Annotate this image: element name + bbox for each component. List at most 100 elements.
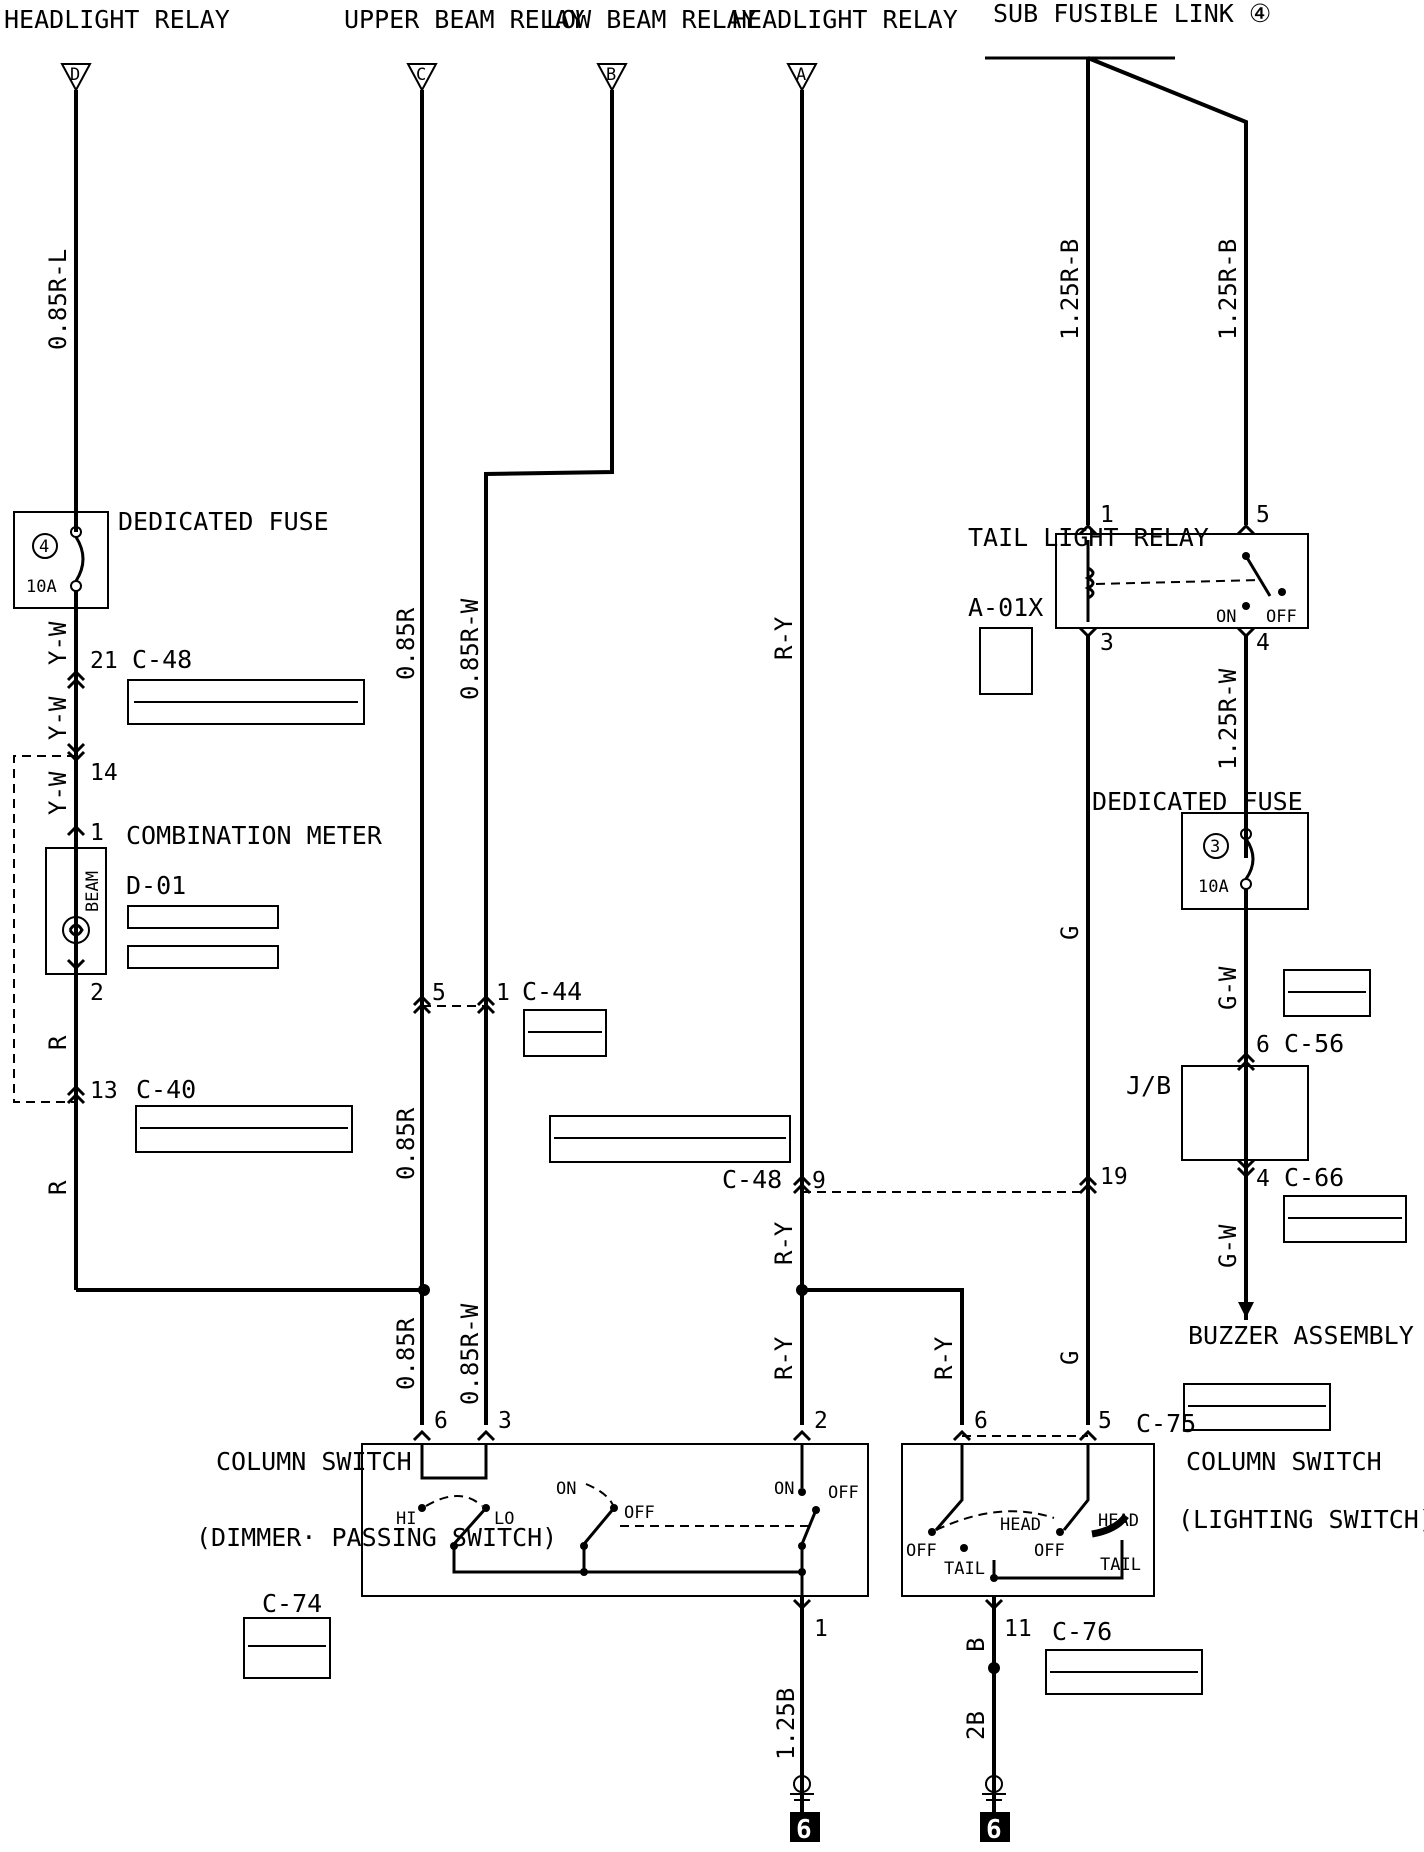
connector-face-d01	[127, 905, 279, 969]
svg-text:6: 6	[986, 1815, 1002, 1845]
svg-text:OFF: OFF	[1266, 607, 1297, 627]
wire-color-label: 0.85R-W	[456, 598, 484, 700]
pin-5-c75: 5	[1098, 1408, 1112, 1434]
svg-text:BEAM: BEAM	[83, 871, 103, 912]
pin-6-c56: 6	[1256, 1032, 1270, 1058]
pin-9: 9	[812, 1168, 826, 1194]
pin-2: 2	[90, 980, 104, 1006]
connector-face-a01x	[979, 627, 1033, 695]
pin-6: 6	[434, 1408, 448, 1434]
pin-14: 14	[90, 760, 118, 786]
svg-text:OFF: OFF	[624, 1503, 655, 1523]
column-switch-left-label: COLUMN SWITCH	[216, 1447, 412, 1476]
pin-1-ground: 1	[814, 1616, 828, 1642]
wire-color-label: R-Y	[770, 616, 798, 660]
ground-symbol-2: 6	[980, 1775, 1010, 1845]
svg-text:3: 3	[1210, 837, 1220, 857]
wire-color-label: 1.25R-W	[1214, 668, 1242, 770]
junction-block	[1181, 1065, 1309, 1161]
connector-face-c74	[243, 1617, 331, 1679]
pin-3-relay: 3	[1100, 630, 1114, 656]
pin-4-c66: 4	[1256, 1166, 1270, 1192]
pin-1-relay: 1	[1100, 502, 1114, 528]
svg-text:6: 6	[796, 1815, 812, 1845]
wire-color-label: R-Y	[770, 1221, 798, 1265]
combination-meter-label: COMBINATION METER	[126, 821, 383, 850]
wire-color-label: 0.85R	[392, 1107, 420, 1180]
svg-text:B: B	[606, 65, 616, 85]
pin-5: 5	[432, 980, 446, 1006]
wire-color-label: G	[1056, 926, 1084, 940]
svg-text:A: A	[796, 65, 806, 85]
buzzer-assembly-label: BUZZER ASSEMBLY	[1188, 1321, 1414, 1350]
ground-symbol-1: 6	[790, 1775, 820, 1845]
svg-text:HEAD: HEAD	[1098, 1511, 1139, 1531]
tail-light-relay-id: A-01X	[968, 593, 1043, 622]
pin-13: 13	[90, 1078, 118, 1104]
terminal-b: B	[596, 63, 628, 93]
svg-text:10A: 10A	[26, 577, 57, 597]
connector-face-c66	[1283, 1195, 1407, 1243]
wire-color-label: 2B	[962, 1711, 990, 1740]
svg-text:OFF: OFF	[906, 1541, 937, 1561]
svg-text:OFF: OFF	[1034, 1541, 1065, 1561]
wire-color-label: G-W	[1214, 1224, 1242, 1268]
wire-color-label: 1.25R-B	[1214, 239, 1242, 340]
svg-text:ON: ON	[556, 1479, 576, 1499]
column-switch-dimmer: HI LO ON OFF ON OFF	[361, 1443, 869, 1597]
dedicated-fuse-3-label: DEDICATED FUSE	[1092, 787, 1303, 816]
dedicated-fuse-4-label: DEDICATED FUSE	[118, 507, 329, 536]
svg-text:ON: ON	[774, 1479, 794, 1499]
connector-c66: C-66	[1284, 1163, 1344, 1192]
headlight-relay-a-label: HEADLIGHT RELAY	[732, 5, 958, 34]
wire-color-label: 0.85R	[392, 607, 420, 680]
pin-19: 19	[1100, 1164, 1128, 1190]
combination-meter: BEAM	[45, 847, 107, 975]
connector-face-c76	[1045, 1649, 1203, 1695]
wire-color-label: G-W	[1214, 966, 1242, 1010]
connector-face-c40	[135, 1105, 353, 1153]
pin-4-relay: 4	[1256, 630, 1270, 656]
column-switch-right-label: COLUMN SWITCH	[1186, 1447, 1382, 1476]
wire-color-label: 1.25B	[772, 1688, 800, 1760]
column-switch-lighting: OFF HEAD TAIL HEAD OFF TAIL	[901, 1435, 1155, 1597]
connector-face-c44	[523, 1009, 607, 1057]
svg-text:LO: LO	[494, 1509, 514, 1529]
pin-21: 21	[90, 648, 118, 674]
svg-text:C: C	[416, 65, 426, 85]
wire-color-label: R-Y	[770, 1336, 798, 1380]
tail-light-relay: ON OFF	[1055, 533, 1309, 629]
connector-c56: C-56	[1284, 1029, 1344, 1058]
wire-color-label: Y-W	[44, 771, 72, 815]
low-beam-relay-label: LOW BEAM RELAY	[546, 5, 757, 34]
connector-face-buzzer	[1183, 1383, 1331, 1431]
wire-color-label: R	[44, 1180, 72, 1195]
connector-c48-b: C-48	[722, 1165, 782, 1194]
wire-color-label: 0.85R-W	[456, 1303, 484, 1405]
dedicated-fuse-4: 4 10A	[13, 511, 109, 609]
svg-text:OFF: OFF	[828, 1483, 859, 1503]
wire-color-label: 0.85R	[392, 1317, 420, 1390]
connector-face-c48-b	[549, 1115, 791, 1163]
connector-c44: C-44	[522, 977, 582, 1006]
dimmer-passing-switch-label: (DIMMER· PASSING SWITCH)	[196, 1523, 557, 1552]
svg-text:TAIL: TAIL	[1100, 1555, 1141, 1575]
wire-color-label: Y-W	[44, 621, 72, 665]
svg-text:D: D	[70, 65, 80, 85]
connector-c75: C-75	[1136, 1409, 1196, 1438]
wire-color-label: 1.25R-B	[1056, 239, 1084, 340]
connector-c48-a: C-48	[132, 645, 192, 674]
connector-face-c48-a	[127, 679, 365, 725]
wire-color-label: G	[1056, 1351, 1084, 1365]
svg-text:4: 4	[39, 537, 49, 557]
headlight-relay-d-label: HEADLIGHT RELAY	[4, 5, 230, 34]
wire-color-label: B	[962, 1638, 990, 1652]
connector-c74: C-74	[262, 1589, 322, 1618]
sub-fusible-link-label: SUB FUSIBLE LINK ④	[993, 0, 1271, 28]
terminal-c: C	[406, 63, 438, 93]
combination-meter-id: D-01	[126, 871, 186, 900]
svg-text:ON: ON	[1216, 607, 1236, 627]
pin-1-c44: 1	[496, 980, 510, 1006]
